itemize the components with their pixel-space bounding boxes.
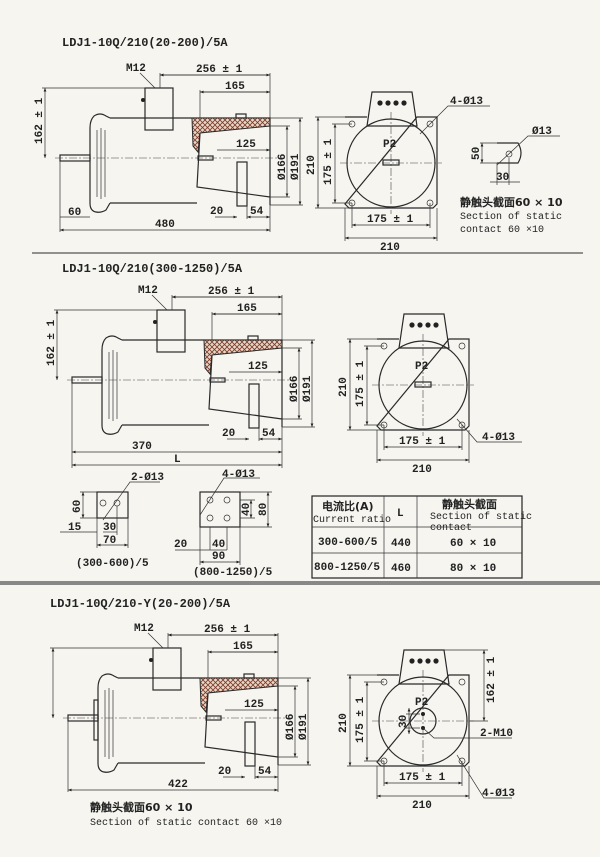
note-en-1: Section of static [460, 211, 562, 223]
static-contact-detail: Ø13 50 30 [471, 126, 560, 185]
dim-60: 60 [72, 500, 84, 513]
section-title: LDJ1-10Q/210(300-1250)/5A [62, 262, 243, 276]
dim-70: 70 [103, 535, 116, 547]
caption: (300-600)/5 [76, 558, 149, 570]
dim-162: 162 ± 1 [34, 97, 46, 144]
header-ratio-cn: 电流比(A) [322, 499, 374, 513]
dim-175-horizontal: 175 ± 1 [399, 772, 446, 784]
dim-210-vertical: 210 [306, 155, 318, 175]
note-en-2: contact 60 ×10 [460, 225, 544, 236]
label-d13: Ø13 [532, 126, 552, 138]
dim-d191: Ø191 [298, 713, 310, 740]
note-cn: 静触头截面60 × 10 [460, 195, 563, 209]
dim-175-horizontal: 175 ± 1 [367, 214, 414, 226]
dim-d191: Ø191 [302, 375, 314, 402]
dim-90: 90 [212, 551, 225, 563]
dim-20: 20 [218, 766, 231, 778]
label-m10: 2-M10 [480, 728, 513, 740]
terminal-plate-800-1250: 4-Ø13 40 80 20 40 90 (800-1250)/5 [174, 469, 273, 579]
dim-370: 370 [132, 441, 152, 453]
dim-175-vertical: 175 ± 1 [355, 696, 367, 743]
label-holes: 4-Ø13 [482, 432, 515, 444]
dim-54: 54 [258, 766, 272, 778]
dim-d166: Ø166 [289, 376, 301, 402]
dim-40-horizontal: 40 [212, 539, 225, 551]
dim-length: 480 [155, 219, 175, 231]
label-holes: 2-Ø13 [131, 472, 164, 484]
section-2: LDJ1-10Q/210(300-1250)/5A M12 256 ± 1 16… [46, 262, 532, 579]
dim-125: 125 [248, 361, 268, 373]
dim-20: 20 [174, 539, 187, 551]
table-cell-ratio: 300-600/5 [318, 537, 378, 549]
dim-175-vertical: 175 ± 1 [355, 360, 367, 407]
table-cell-section: 60 × 10 [450, 538, 496, 550]
section-3: LDJ1-10Q/210-Y(20-200)/5A M12 256 ± 1 16… [50, 597, 515, 829]
dim-40-vertical: 40 [241, 503, 253, 516]
dim-20: 20 [210, 206, 223, 218]
label-p2: P2 [415, 361, 428, 373]
header-section-cn: 静触头截面 [442, 497, 497, 511]
dim-162: 162 ± 1 [46, 319, 58, 366]
section-title: LDJ1-10Q/210-Y(20-200)/5A [50, 597, 231, 611]
dim-30: 30 [103, 522, 116, 534]
dim-length: 422 [168, 779, 188, 791]
dim-length-l: L [174, 454, 181, 466]
table-cell-ratio: 800-1250/5 [314, 562, 380, 574]
section-divider [0, 581, 600, 585]
label-holes: 4-Ø13 [222, 469, 255, 481]
dim-162: 162 ± 1 [486, 656, 498, 703]
dim-54: 54 [262, 428, 276, 440]
header-section-en-1: Section of static [430, 511, 532, 523]
terminal-plate-300-600: 2-Ø13 60 15 30 70 (300-600)/5 [60, 472, 164, 570]
table-cell-l: 440 [391, 538, 411, 550]
dim-d166: Ø166 [285, 714, 297, 740]
dim-165: 165 [233, 641, 253, 653]
dim-15: 15 [68, 522, 82, 534]
dim-30: 30 [496, 172, 509, 184]
dim-165: 165 [225, 81, 245, 93]
label-p2: P2 [383, 139, 396, 151]
header-section-en-2: contact [430, 523, 472, 534]
table-cell-section: 80 × 10 [450, 563, 496, 575]
contact-table: 电流比(A) Current ratio L 静触头截面 Section of … [311, 495, 532, 579]
side-view-drawing [54, 295, 315, 454]
dim-165: 165 [237, 303, 257, 315]
dim-210-horizontal: 210 [412, 464, 432, 476]
dim-256: 256 ± 1 [204, 624, 251, 636]
label-holes: 4-Ø13 [482, 788, 515, 800]
label-m12: M12 [138, 285, 158, 297]
dim-125: 125 [244, 699, 264, 711]
dim-d191: Ø191 [290, 153, 302, 180]
dim-210-vertical: 210 [338, 377, 350, 397]
dim-210-vertical: 210 [338, 713, 350, 733]
section-1: LDJ1-10Q/210(20-200)/5A M12 256 ± 1 165 … [34, 36, 563, 254]
header-l: L [397, 508, 404, 520]
dim-20: 20 [222, 428, 235, 440]
dim-210-horizontal: 210 [412, 800, 432, 812]
label-m12: M12 [134, 623, 154, 635]
dim-d166: Ø166 [277, 154, 289, 180]
dim-256: 256 ± 1 [196, 64, 243, 76]
caption: (800-1250)/5 [193, 567, 273, 579]
label-holes: 4-Ø13 [450, 96, 483, 108]
note-en: Section of static contact 60 ×10 [90, 817, 282, 829]
table-cell-l: 460 [391, 563, 411, 575]
dim-50: 50 [471, 147, 483, 160]
dim-175-horizontal: 175 ± 1 [399, 436, 446, 448]
dim-80: 80 [258, 503, 270, 516]
side-view-drawing [50, 633, 311, 792]
dim-30: 30 [398, 715, 410, 728]
dim-210-horizontal: 210 [380, 242, 400, 254]
dim-256: 256 ± 1 [208, 286, 255, 298]
label-m12: M12 [126, 63, 146, 75]
section-title: LDJ1-10Q/210(20-200)/5A [62, 36, 228, 50]
dim-175-vertical: 175 ± 1 [323, 138, 335, 185]
dim-54: 54 [250, 206, 264, 218]
label-p2: P2 [415, 697, 428, 709]
note-cn: 静触头截面60 × 10 [90, 800, 193, 814]
dim-125: 125 [236, 139, 256, 151]
dim-60: 60 [68, 207, 81, 219]
header-ratio-en: Current ratio [313, 514, 391, 526]
